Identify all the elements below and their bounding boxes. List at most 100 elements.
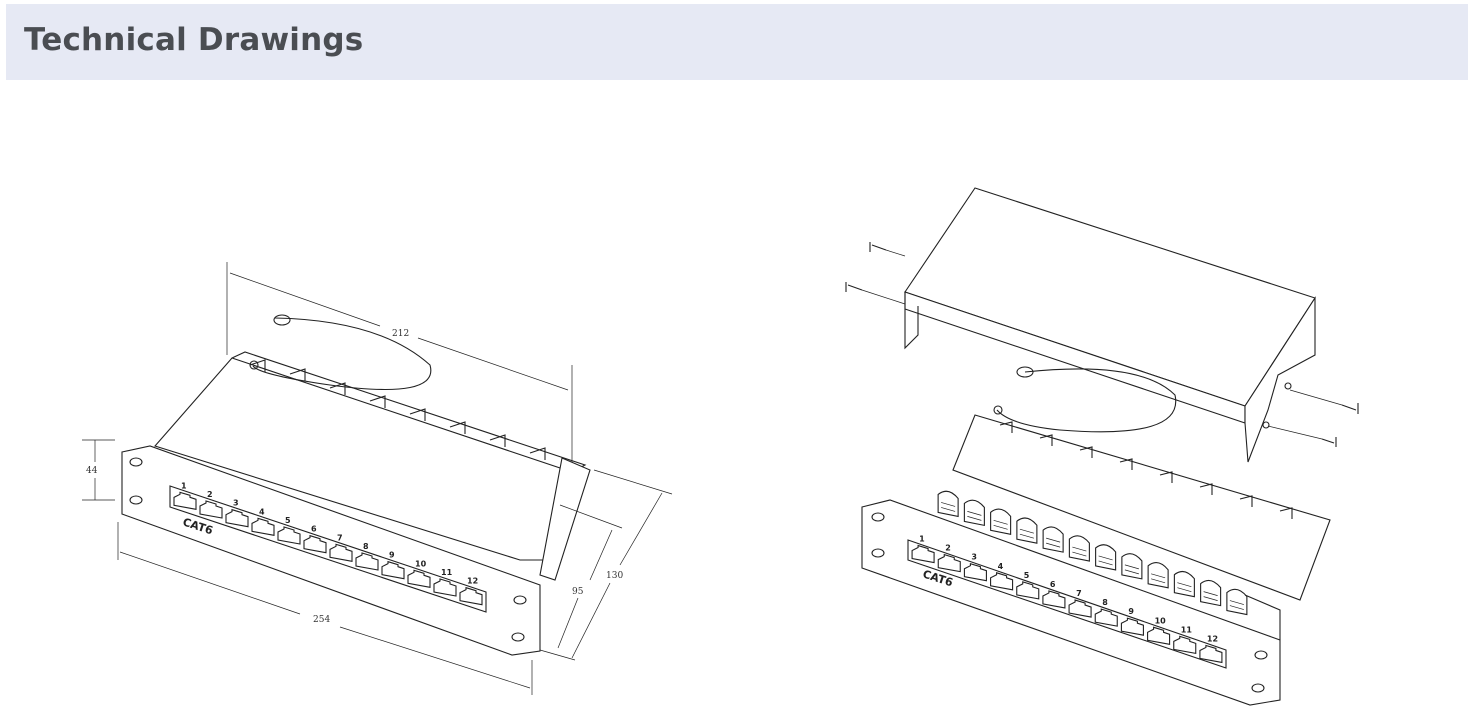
left-port-label-9: 9 [389,551,395,560]
left-port-3 [225,508,249,528]
right-ground-wire [996,368,1177,433]
left-dim-95-130: 95 130 [539,469,673,661]
right-keystone-contacts-7 [1098,555,1113,566]
svg-text:44: 44 [86,466,98,476]
left-port-5 [277,526,301,545]
left-front-panel [121,445,541,656]
left-port-label-7: 7 [337,533,343,542]
right-keystone-contacts-6 [1072,546,1087,557]
left-dim-254: 254 [117,522,533,695]
left-port-6 [303,534,327,554]
right-keystone-module-5 [1042,526,1064,553]
left-port-label-10: 10 [415,559,427,568]
right-keystone-contacts-9 [1151,573,1166,584]
right-cover-flange-left [904,292,919,350]
left-port-4 [251,517,275,536]
right-keystone-module-1 [937,490,959,518]
right-port-label-1: 1 [919,535,925,544]
left-port-label-8: 8 [363,542,369,551]
right-keystone-contacts-4 [1019,528,1034,539]
right-port-10 [1147,626,1171,645]
right-keystone-module-3 [990,508,1012,535]
right-port-label-6: 6 [1050,580,1056,589]
right-keystone-contacts-5 [1046,537,1061,548]
right-cover-hole-2 [1262,421,1270,429]
right-keystone-module-10 [1173,570,1195,598]
right-screw-ml [845,282,906,305]
right-port-strip [907,539,1227,669]
right-cover-side [1244,296,1316,463]
right-keystone-module-4 [1016,517,1038,544]
left-mount-hole-tl [129,457,143,467]
left-cable-teeth [249,359,546,460]
right-keystone-contacts-12 [1229,600,1244,610]
right-port-label-5: 5 [1024,571,1030,580]
left-port-11 [433,578,457,597]
right-cable-teeth [999,421,1293,519]
right-mount-hole-tr [1254,650,1268,660]
right-keystone-contacts-1 [941,502,956,512]
right-keystone-module-9 [1147,562,1169,589]
right-port-label-11: 11 [1181,625,1193,634]
right-port-label-7: 7 [1076,589,1082,598]
right-port-12 [1199,644,1223,664]
right-port-label-4: 4 [998,562,1004,571]
right-side-flange [1244,594,1281,640]
right-keystone-contacts-10 [1177,582,1192,593]
right-keystone-contacts-3 [993,519,1008,530]
left-mount-hole-tr [513,595,527,605]
left-port-12 [459,586,483,606]
right-keystone-contacts-8 [1124,564,1139,575]
right-keystone-module-6 [1068,535,1090,562]
left-mount-hole-bl [129,495,143,505]
left-ground-screw [249,360,259,370]
right-port-label-3: 3 [971,553,977,562]
left-port-label-2: 2 [207,490,213,499]
svg-text:130: 130 [606,571,623,581]
right-keystone-contacts-2 [967,511,982,521]
page-title: Technical Drawings [24,22,364,58]
right-keystone-module-2 [963,499,985,527]
right-screw-br [1267,425,1337,447]
right-port-label-10: 10 [1155,616,1167,625]
left-port-10 [407,569,431,588]
right-mount-hole-tl [871,512,885,522]
right-port-4 [990,572,1014,591]
left-port-label-1: 1 [181,481,187,490]
right-ground-screw [993,405,1003,415]
right-keystone-modules [937,490,1248,616]
left-port-label-11: 11 [441,568,453,577]
right-port-7 [1068,599,1092,618]
left-port-8 [355,552,379,571]
left-mount-hole-br [511,632,525,642]
right-port-label-2: 2 [945,544,951,553]
right-port-label-12: 12 [1207,634,1218,643]
right-keystone-module-8 [1121,553,1143,580]
right-screw-tr [1289,389,1359,414]
right-cover-hole-1 [1284,382,1292,390]
right-port-5 [1016,581,1040,600]
left-port-1 [173,491,197,510]
left-port-2 [199,500,223,519]
right-port-9 [1120,617,1144,636]
left-port-label-12: 12 [467,577,478,586]
right-port-11 [1173,635,1197,655]
right-front-panel [861,499,1281,706]
left-port-label-5: 5 [285,516,291,525]
right-mount-hole-br [1251,683,1265,693]
right-keystone-contacts-11 [1203,591,1218,601]
right-port-1 [911,544,935,564]
right-keystone-module-11 [1200,579,1222,607]
right-port-6 [1042,590,1066,609]
svg-text:95: 95 [572,587,584,597]
left-dim-44: 44 [82,439,115,501]
svg-text:254: 254 [313,615,330,625]
left-port-label-6: 6 [311,525,317,534]
right-port-3 [963,562,987,582]
right-back-tray [952,414,1331,601]
